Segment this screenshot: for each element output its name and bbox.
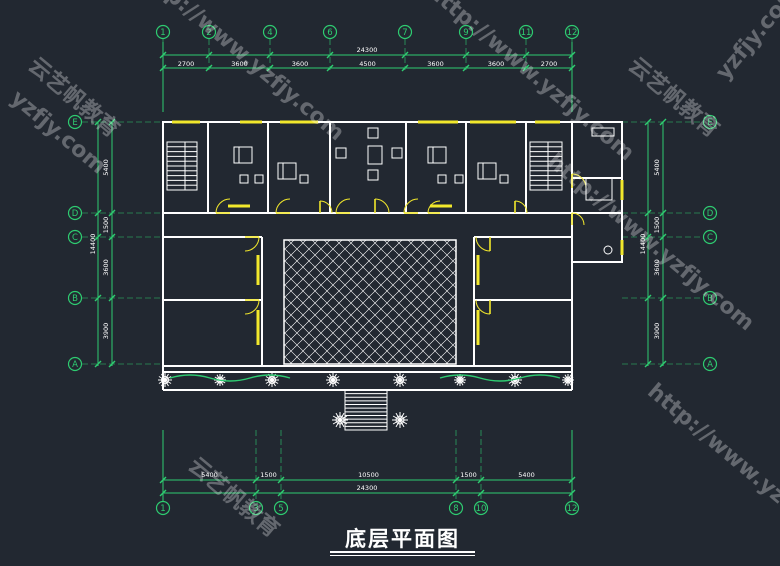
- top-axis-2-label: 2: [206, 28, 211, 38]
- right-dim-3: 3900: [653, 323, 661, 340]
- left-axis-E: E: [67, 114, 83, 130]
- right-axis-A-label: A: [707, 360, 713, 370]
- right-axis-markers: E D C B A: [702, 114, 718, 372]
- plant: [393, 373, 407, 387]
- right-axis-C: C: [702, 229, 718, 245]
- left-axis-D-label: D: [72, 209, 79, 219]
- top-axis-11: 11: [518, 24, 534, 40]
- bottom-axis-1: 1: [155, 500, 171, 516]
- top-axis-4-label: 4: [267, 28, 272, 38]
- bottom-dim-3: 1500: [460, 471, 477, 479]
- bottom-dim-4: 5400: [518, 471, 535, 479]
- right-axis-E: E: [702, 114, 718, 130]
- bottom-axis-10: 10: [473, 500, 489, 516]
- title-text: 底层平面图: [345, 527, 460, 551]
- dimension-labels: 2700 3600 3600 4500 3600 3600 2700 24300 5400 150…: [89, 46, 661, 492]
- plant: [454, 374, 466, 386]
- left-axis-A-label: A: [72, 360, 78, 370]
- bottom-axis-3: 3: [248, 500, 264, 516]
- bottom-axis-10-label: 10: [476, 504, 487, 514]
- plant: [158, 373, 172, 387]
- top-dim-3: 4500: [359, 60, 376, 68]
- left-total-dim: 14400: [89, 234, 97, 255]
- right-axis-B-label: B: [707, 294, 713, 304]
- furniture: [233, 127, 615, 255]
- left-dim-1: 1500: [102, 217, 110, 234]
- plant: [562, 374, 574, 386]
- left-dim-0: 5400: [102, 159, 110, 176]
- top-axis-9: 9: [458, 24, 474, 40]
- top-dim-2: 3600: [292, 60, 309, 68]
- title-underline: [330, 551, 475, 553]
- top-axis-1-label: 1: [160, 28, 165, 38]
- bottom-dim-0: 5400: [201, 471, 218, 479]
- plant: [326, 373, 340, 387]
- right-dim-0: 5400: [653, 159, 661, 176]
- top-dim-5: 3600: [488, 60, 505, 68]
- top-dim-4: 3600: [427, 60, 444, 68]
- entrance-steps: [344, 389, 388, 431]
- left-axis-E-label: E: [72, 118, 77, 128]
- bottom-total-dim: 24300: [357, 484, 378, 492]
- left-axis-C-label: C: [72, 233, 78, 243]
- top-axis-7-label: 7: [402, 28, 407, 38]
- left-staircase: [166, 141, 198, 191]
- right-axis-D-label: D: [707, 209, 714, 219]
- top-axis-12: 12: [564, 24, 580, 40]
- bottom-dim-2: 10500: [358, 471, 379, 479]
- top-axis-7: 7: [397, 24, 413, 40]
- top-axis-11-label: 11: [521, 28, 532, 38]
- right-dim-2: 3600: [653, 259, 661, 276]
- right-staircase: [529, 141, 563, 191]
- bottom-axis-5-label: 5: [278, 504, 283, 514]
- left-axis-A: A: [67, 356, 83, 372]
- axis-guide-lines: [82, 39, 703, 501]
- top-axis-6-label: 6: [327, 28, 332, 38]
- drawing-title: 底层平面图: [330, 523, 475, 557]
- right-axis-E-label: E: [707, 118, 712, 128]
- top-axis-6: 6: [322, 24, 338, 40]
- top-total-dim: 24300: [357, 46, 378, 54]
- right-dim-1: 1500: [653, 217, 661, 234]
- left-axis-B-label: B: [72, 294, 78, 304]
- bottom-axis-12-label: 12: [567, 504, 578, 514]
- bottom-axis-8: 8: [448, 500, 464, 516]
- left-axis-B: B: [67, 290, 83, 306]
- top-dim-0: 2700: [178, 60, 195, 68]
- left-axis-C: C: [67, 229, 83, 245]
- top-axis-12-label: 12: [567, 28, 578, 38]
- plant: [332, 412, 348, 428]
- left-axis-D: D: [67, 205, 83, 221]
- landscape-plants: [158, 373, 574, 428]
- right-total-dim: 14400: [639, 234, 647, 255]
- bottom-axis-3-label: 3: [253, 504, 258, 514]
- top-axis-1: 1: [155, 24, 171, 40]
- bottom-dim-1: 1500: [260, 471, 277, 479]
- right-axis-C-label: C: [707, 233, 713, 243]
- right-axis-A: A: [702, 356, 718, 372]
- plant: [392, 412, 408, 428]
- right-axis-B: B: [702, 290, 718, 306]
- courtyard: [283, 239, 457, 365]
- bottom-axis-markers: 1 3 5 8 10 12: [155, 500, 580, 516]
- bottom-axis-12: 12: [564, 500, 580, 516]
- bottom-axis-5: 5: [273, 500, 289, 516]
- title-underline-thin: [330, 555, 475, 556]
- top-axis-2: 2: [201, 24, 217, 40]
- top-axis-9-label: 9: [463, 28, 468, 38]
- left-axis-markers: E D C B A: [67, 114, 83, 372]
- top-axis-4: 4: [262, 24, 278, 40]
- top-dim-6: 2700: [541, 60, 558, 68]
- left-dim-3: 3900: [102, 323, 110, 340]
- courtyard-paving: [283, 239, 457, 365]
- bottom-axis-1-label: 1: [160, 504, 165, 514]
- bottom-axis-8-label: 8: [453, 504, 458, 514]
- left-dim-2: 3600: [102, 259, 110, 276]
- top-dim-1: 3600: [231, 60, 248, 68]
- right-axis-D: D: [702, 205, 718, 221]
- stairs: [166, 141, 563, 431]
